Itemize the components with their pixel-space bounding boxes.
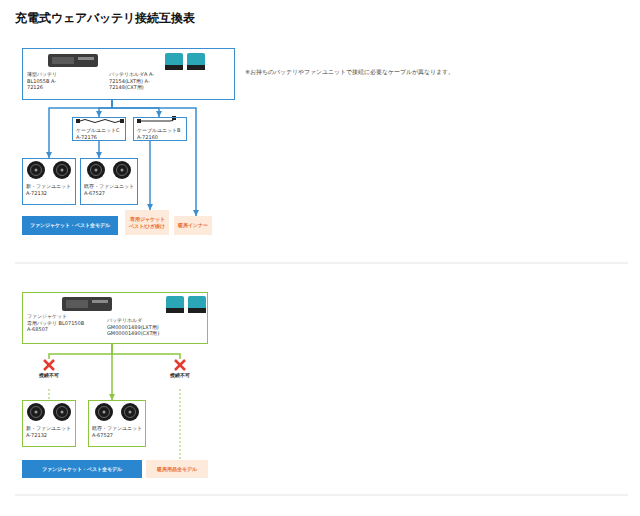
cross-mark — [175, 360, 185, 370]
fan-icon — [61, 169, 64, 172]
fan-icon — [27, 161, 45, 179]
connector-line — [149, 141, 151, 210]
cross-mark — [44, 360, 54, 370]
node-text: バッテリホルダ GM00001489(LXT用) GM00001490(CXT用… — [107, 317, 163, 337]
status-label: 接続不可 — [169, 372, 191, 378]
note-text: ※お持ちのバッテリやファンユニットで接続に必要なケーブルが異なります。 — [245, 68, 454, 77]
holder-icon — [187, 53, 205, 70]
node-text: 新・ファンユニット A-72132 — [26, 425, 73, 438]
cable-icon — [137, 119, 141, 123]
connector-line — [49, 344, 112, 359]
battery-icon — [78, 57, 94, 60]
node-text: 薄型バッテリ BL1055B A-72126 — [27, 71, 61, 91]
model-band: ファンジャケット・ベスト全モデル — [22, 460, 142, 478]
fan-icon — [31, 407, 42, 418]
battery-box: ファンジャケット 専用バッテリ BL07150B A-68507 バッテリホルダ … — [22, 292, 208, 344]
holder-icon — [188, 308, 206, 313]
status-label: 接続不可 — [38, 372, 60, 378]
fan-icon — [125, 407, 136, 418]
battery-icon — [66, 300, 88, 308]
model-band: ファンジャケット・ベスト全モデル — [22, 216, 118, 235]
diagram-title: 充電式ウェアバッテリ接続互換表 — [15, 10, 195, 27]
fan-icon — [35, 411, 38, 414]
node-text: 暖房用品全モデル — [157, 466, 197, 473]
fan-icon — [95, 403, 113, 421]
fan-icon — [27, 403, 45, 421]
connector-line — [48, 389, 49, 400]
fan-icon — [95, 169, 98, 172]
model-band: 暖房インナー — [174, 216, 212, 235]
cable-icon — [80, 120, 120, 123]
cross-mark — [175, 360, 185, 370]
fan-icon — [113, 161, 131, 179]
node-text: ケーブルユニットC A-72176 — [76, 127, 123, 140]
fan-unit-box: 既存・ファンユニット A-67527 — [88, 400, 146, 447]
cable-box: ケーブルユニットC A-72176 — [72, 117, 126, 141]
holder-icon — [165, 53, 183, 70]
fan-icon — [31, 165, 42, 176]
node-text: 既存・ファンユニット A-67527 — [84, 183, 135, 196]
fan-icon — [121, 403, 139, 421]
connector — [112, 344, 180, 460]
node-text: ケーブルユニットB A-72160 — [137, 127, 184, 140]
separator-line — [15, 495, 628, 496]
holder-icon — [188, 296, 206, 313]
node-text: バッテリホルダA A-72154(LXT用) A-72148(CXT用) — [109, 71, 165, 91]
fan-icon — [61, 411, 64, 414]
node-text: ファンジャケット 専用バッテリ BL07150B A-68507 — [27, 313, 87, 333]
connector-line — [179, 389, 180, 460]
fan-icon — [57, 165, 68, 176]
node-text: 暖房インナー — [178, 222, 208, 229]
fan-unit-box: 既存・ファンユニット A-67527 — [80, 158, 138, 205]
holder-icon — [166, 296, 184, 313]
model-band: 暖房用品全モデル — [146, 460, 208, 478]
fan-icon — [53, 403, 71, 421]
connector-line — [112, 344, 180, 359]
cable-icon — [141, 119, 174, 121]
fan-unit-box: 新・ファンユニット A-72132 — [22, 158, 76, 205]
cable-icon — [76, 119, 80, 123]
connector — [150, 141, 151, 210]
fan-icon — [129, 411, 132, 414]
separator-line — [15, 263, 628, 264]
holder-icon — [166, 308, 184, 313]
fan-icon — [103, 411, 106, 414]
connector-line — [99, 100, 112, 117]
fan-unit-box: 新・ファンユニット A-72132 — [22, 400, 76, 447]
battery-box: 薄型バッテリ BL1055B A-72126 バッテリホルダA A-72154(L… — [22, 48, 235, 100]
node-text: 新・ファンユニット A-72132 — [26, 183, 73, 196]
connector-line — [98, 141, 100, 158]
node-text: ファンジャケット・ベスト全モデル — [42, 466, 122, 473]
fan-icon — [87, 161, 105, 179]
connector — [99, 100, 112, 117]
fan-icon — [121, 169, 124, 172]
fan-icon — [91, 165, 102, 176]
fan-icon — [35, 169, 38, 172]
fan-icon — [99, 407, 110, 418]
battery-icon — [48, 54, 98, 67]
fan-icon — [53, 161, 71, 179]
fan-icon — [57, 407, 68, 418]
node-text: 既存・ファンユニット A-67527 — [92, 425, 143, 438]
holder-icon — [187, 65, 205, 70]
battery-icon — [52, 57, 74, 64]
fan-icon — [117, 165, 128, 176]
battery-icon — [62, 297, 112, 311]
cross-mark — [44, 360, 54, 370]
model-band: 専用ジャケット ベスト/ひざ掛け — [125, 210, 169, 235]
cable-box: ケーブルユニットB A-72160 — [133, 117, 187, 141]
node-text: 専用ジャケット ベスト/ひざ掛け — [127, 216, 167, 229]
holder-icon — [165, 65, 183, 70]
battery-icon — [92, 300, 108, 303]
connector — [99, 141, 100, 158]
node-text: ファンジャケット・ベスト全モデル — [30, 222, 110, 229]
cable-icon — [120, 119, 124, 123]
